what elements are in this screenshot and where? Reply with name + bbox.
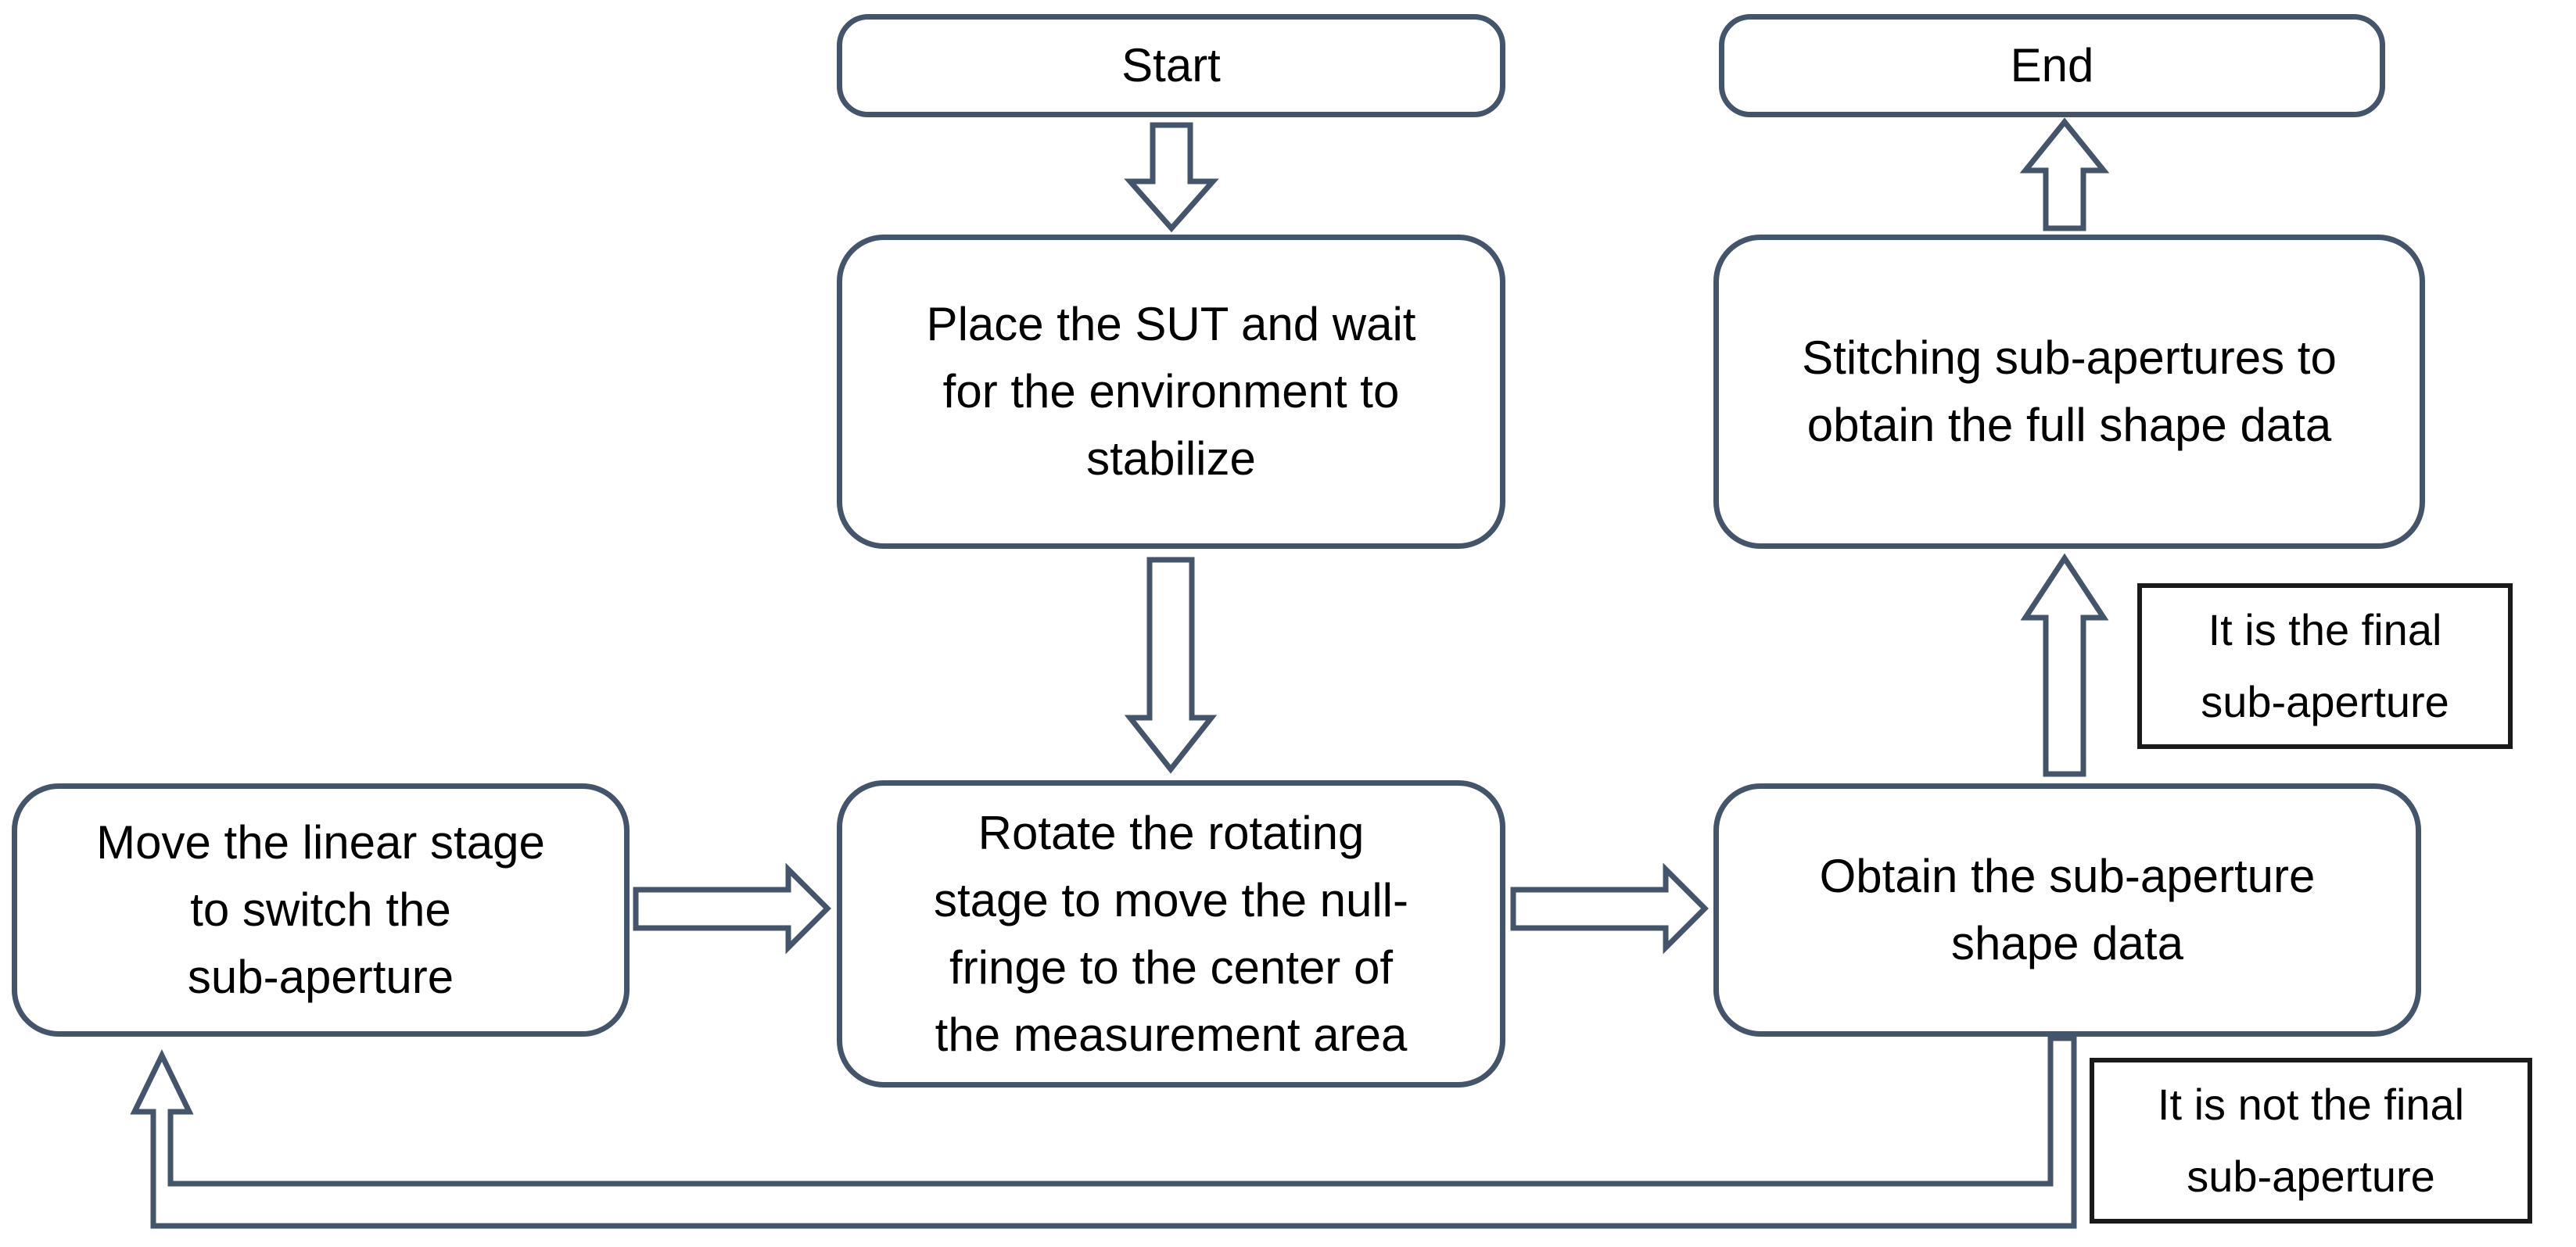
node-label-line: to switch the xyxy=(190,883,451,936)
edge-label-line: It is not the final xyxy=(2157,1080,2465,1129)
node-label-line: Rotate the rotating xyxy=(978,806,1365,859)
node-label-line: Start xyxy=(1121,39,1221,91)
node-obtain-shape-data: Obtain the sub-aperture shape data xyxy=(1713,783,2421,1037)
node-start: Start xyxy=(837,14,1505,117)
arrow-obtain-return-to-move xyxy=(130,1035,2077,1229)
edge-label-final-subaperture: It is the final sub-aperture xyxy=(2137,583,2513,749)
node-label-line: Obtain the sub-aperture xyxy=(1819,850,2316,902)
node-label-line: fringe to the center of xyxy=(949,941,1393,994)
node-label-line: obtain the full shape data xyxy=(1806,399,2332,451)
arrow-start-to-place xyxy=(1124,122,1219,233)
node-label-line: End xyxy=(2010,39,2094,91)
node-move-linear-stage: Move the linear stage to switch the sub-… xyxy=(12,783,630,1037)
arrow-obtain-to-stitching xyxy=(2020,553,2109,777)
edge-label-line: sub-aperture xyxy=(2187,1152,2435,1201)
edge-label-line: sub-aperture xyxy=(2201,677,2449,726)
node-label-line: shape data xyxy=(1951,917,2183,969)
node-label-line: stabilize xyxy=(1086,432,1256,485)
node-label-line: sub-aperture xyxy=(187,951,454,1003)
node-stitching: Stitching sub-apertures to obtain the fu… xyxy=(1713,235,2425,549)
arrow-place-to-rotate xyxy=(1124,557,1218,774)
arrow-stitching-to-end xyxy=(2019,117,2110,231)
arrow-rotate-to-obtain xyxy=(1510,862,1709,955)
edge-label-not-final-subaperture: It is not the final sub-aperture xyxy=(2090,1058,2532,1224)
node-end: End xyxy=(1719,14,2385,117)
node-rotate-stage: Rotate the rotating stage to move the nu… xyxy=(837,780,1505,1088)
node-label-line: stage to move the null- xyxy=(933,873,1408,926)
node-label-line: Move the linear stage xyxy=(96,816,545,869)
edge-label-line: It is the final xyxy=(2208,605,2442,654)
arrow-move-to-rotate xyxy=(633,862,831,955)
node-place-sut: Place the SUT and wait for the environme… xyxy=(837,235,1505,549)
node-label-line: Stitching sub-apertures to xyxy=(1802,331,2337,384)
node-label-line: for the environment to xyxy=(942,365,1400,417)
node-label-line: the measurement area xyxy=(935,1008,1408,1061)
node-label-line: Place the SUT and wait xyxy=(926,298,1416,350)
